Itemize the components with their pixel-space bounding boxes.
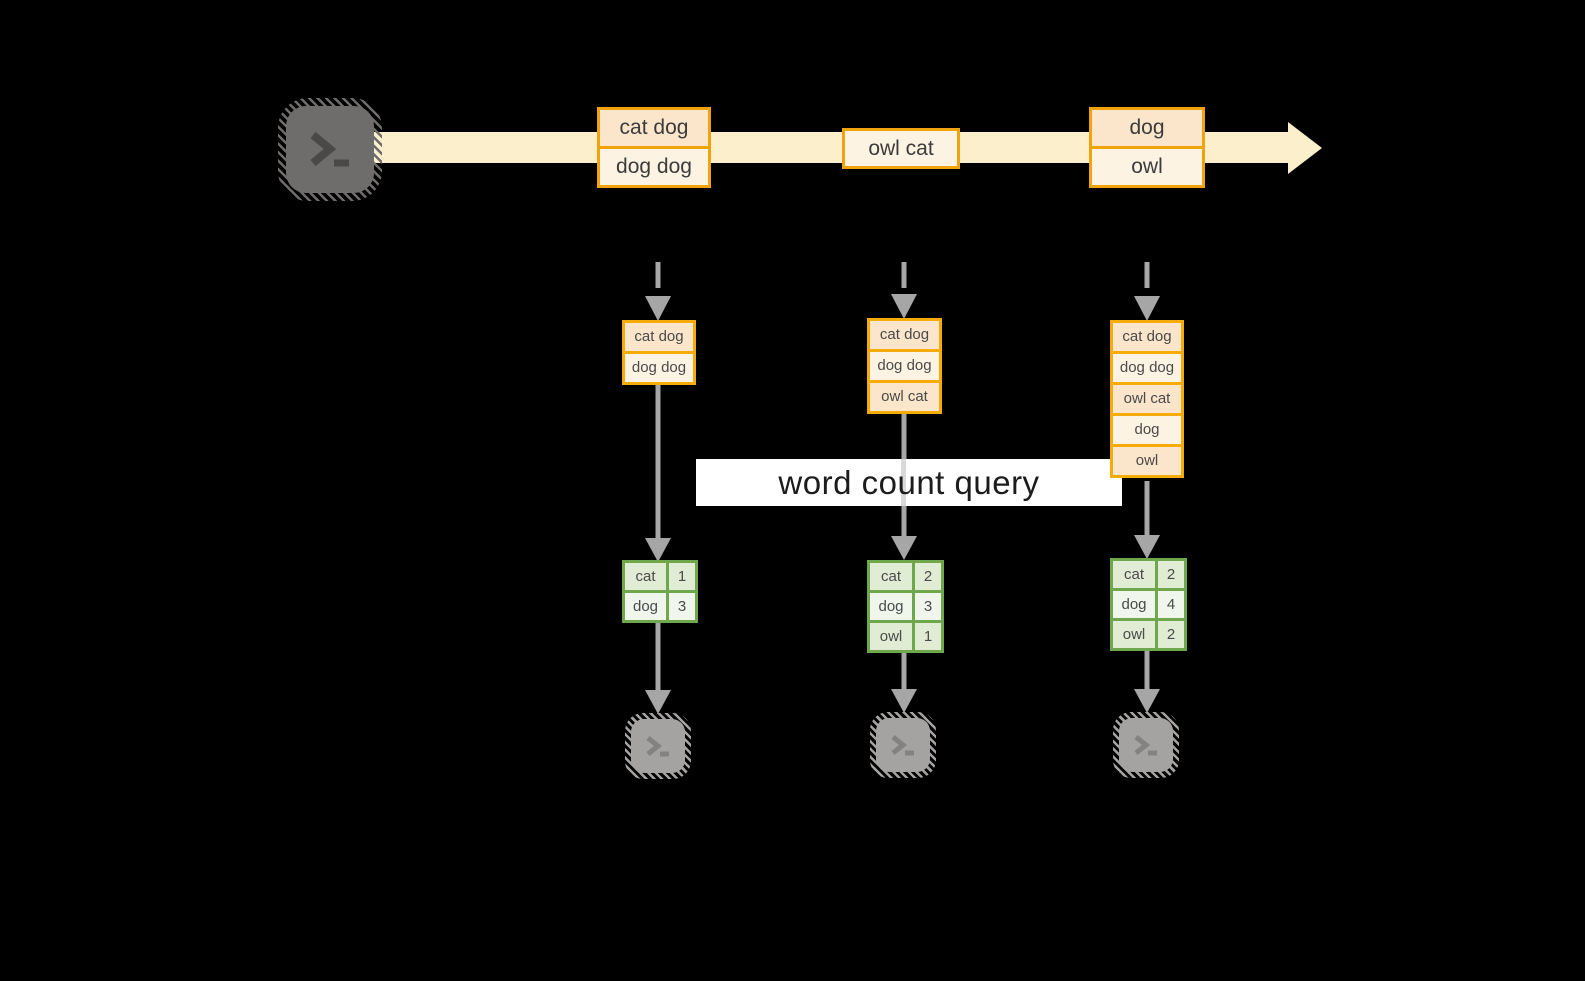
dashed-arrow-down-icon: [645, 262, 671, 321]
terminal-body: [631, 719, 685, 773]
count-cell: 4: [1158, 591, 1184, 618]
stream-arrowhead: [1288, 122, 1322, 174]
cell-divider: [912, 593, 915, 620]
state-row: owl: [1113, 444, 1181, 475]
stream-record-2: owl cat: [842, 128, 960, 169]
query-label-text: word count query: [778, 464, 1040, 501]
word-cell: cat: [625, 563, 666, 590]
state-stack-2: cat dog dog dog owl cat: [867, 318, 942, 414]
count-row: cat 2: [1113, 561, 1184, 588]
cell-divider: [666, 563, 669, 590]
solid-arrow-down-icon: [1134, 651, 1160, 713]
count-row: cat 2: [870, 563, 941, 590]
count-cell: 1: [915, 623, 941, 650]
arrow-passthrough-line: [901, 459, 906, 506]
cell-divider: [912, 623, 915, 650]
stream-event: cat dog: [600, 110, 708, 146]
count-row: dog 4: [1113, 588, 1184, 618]
stream-event: dog dog: [600, 146, 708, 185]
cell-divider: [1155, 621, 1158, 648]
state-row: dog dog: [1113, 351, 1181, 382]
word-cell: dog: [870, 593, 912, 620]
count-table-1: cat 1 dog 3: [622, 560, 698, 623]
count-cell: 2: [915, 563, 941, 590]
solid-arrow-down-icon: [645, 385, 671, 562]
state-row: owl cat: [1113, 382, 1181, 413]
state-row: dog: [1113, 413, 1181, 444]
state-stack-3: cat dog dog dog owl cat dog owl: [1110, 320, 1184, 478]
count-row: dog 3: [625, 590, 695, 620]
terminal-body: [286, 106, 374, 193]
state-row: cat dog: [625, 323, 693, 351]
terminal-prompt-icon: [1134, 735, 1157, 756]
word-count-query-label: word count query: [696, 459, 1122, 506]
state-stack-1: cat dog dog dog: [622, 320, 696, 385]
count-cell: 1: [669, 563, 695, 590]
word-cell: owl: [870, 623, 912, 650]
count-row: owl 2: [1113, 618, 1184, 648]
terminal-prompt-icon: [891, 735, 914, 756]
source-terminal: [278, 98, 382, 201]
word-cell: owl: [1113, 621, 1155, 648]
word-cell: cat: [870, 563, 912, 590]
cell-divider: [912, 563, 915, 590]
count-row: cat 1: [625, 563, 695, 590]
count-cell: 3: [669, 593, 695, 620]
count-cell: 2: [1158, 561, 1184, 588]
count-table-2: cat 2 dog 3 owl 1: [867, 560, 944, 653]
stream-record-1: cat dog dog dog: [597, 107, 711, 188]
solid-arrow-down-icon: [645, 623, 671, 714]
cell-divider: [666, 593, 669, 620]
dashed-arrow-down-icon: [1134, 262, 1160, 321]
stream-event: dog: [1092, 110, 1202, 146]
stream-record-3: dog owl: [1089, 107, 1205, 188]
state-row: dog dog: [870, 349, 939, 380]
output-terminal-1: [625, 713, 691, 779]
count-table-3: cat 2 dog 4 owl 2: [1110, 558, 1187, 651]
terminal-prompt-icon: [310, 131, 349, 166]
state-row: cat dog: [870, 321, 939, 349]
terminal-body: [876, 718, 930, 772]
output-terminal-3: [1113, 712, 1179, 778]
terminal-body: [1119, 718, 1173, 772]
word-cell: cat: [1113, 561, 1155, 588]
count-row: owl 1: [870, 620, 941, 650]
state-row: dog dog: [625, 351, 693, 382]
word-cell: dog: [1113, 591, 1155, 618]
stream-event: owl: [1092, 146, 1202, 185]
solid-arrow-down-icon: [1134, 481, 1160, 559]
cell-divider: [1155, 561, 1158, 588]
count-cell: 2: [1158, 621, 1184, 648]
output-terminal-2: [870, 712, 936, 778]
dashed-arrow-down-icon: [891, 262, 917, 319]
word-cell: dog: [625, 593, 666, 620]
state-row: cat dog: [1113, 323, 1181, 351]
count-row: dog 3: [870, 590, 941, 620]
state-row: owl cat: [870, 380, 939, 411]
solid-arrow-down-icon: [891, 653, 917, 713]
cell-divider: [1155, 591, 1158, 618]
count-cell: 3: [915, 593, 941, 620]
stream-event: owl cat: [845, 131, 957, 166]
terminal-prompt-icon: [646, 736, 669, 757]
